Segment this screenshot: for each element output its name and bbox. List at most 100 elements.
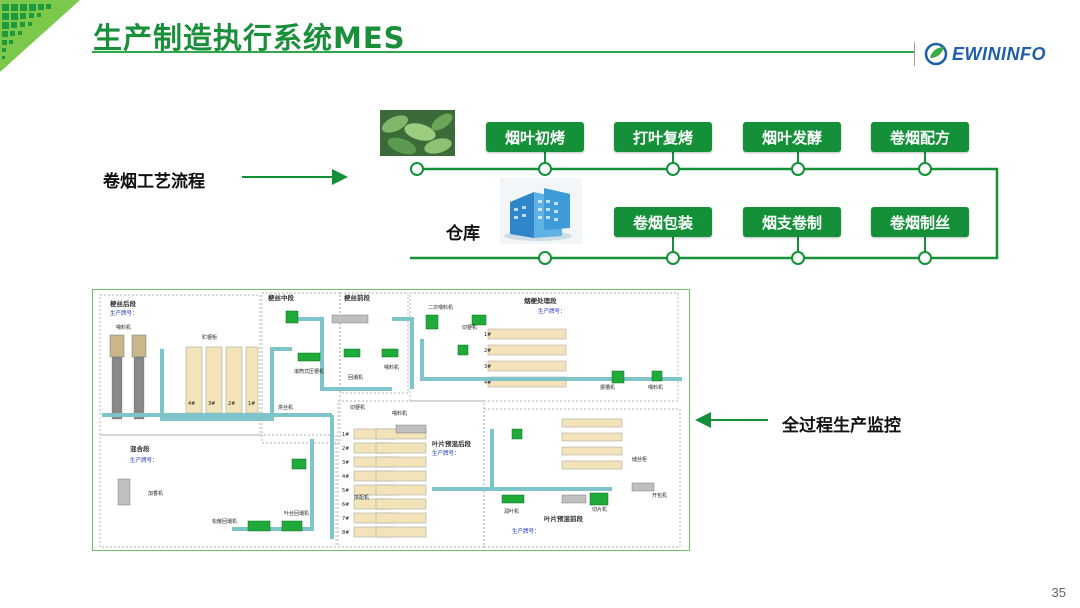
conveyor <box>420 339 582 381</box>
machine-label: 喂料机 <box>648 384 663 391</box>
warehouse-label: 仓库 <box>446 224 480 244</box>
bin-label: 4# <box>484 380 491 386</box>
monitor-label: 全过程生产监控 <box>782 416 901 436</box>
machine-label: 振槽机 <box>600 384 615 391</box>
flow-dot <box>791 162 805 176</box>
machine-label: 烘丝机 <box>278 404 293 411</box>
machine-label: 开包机 <box>652 492 667 499</box>
machine-label: 储丝柜 <box>632 456 647 463</box>
machine <box>381 348 399 358</box>
machine <box>501 494 525 504</box>
process-node-cigarette-formula[interactable]: 卷烟配方 <box>871 122 969 152</box>
bin-label: 1# <box>248 401 255 407</box>
flow-dot <box>410 162 424 176</box>
production-code-label: 生产牌号： <box>538 307 566 315</box>
bin-label: 1# <box>342 432 349 438</box>
section-title: 叶片预混后段 <box>432 439 472 448</box>
flow-dot <box>791 251 805 265</box>
flow-dot <box>538 251 552 265</box>
bin-label: 3# <box>484 364 491 370</box>
logo-leaf-icon <box>924 42 948 66</box>
production-code-label: 生产牌号： <box>130 456 158 464</box>
machine-label: 回潮机 <box>348 374 363 381</box>
section-title: 梗丝前段 <box>344 293 371 302</box>
bin-label: 1# <box>484 332 491 338</box>
flow-dot <box>918 162 932 176</box>
machine <box>247 520 271 532</box>
machine <box>589 492 609 506</box>
machine <box>343 348 361 358</box>
process-label: 卷烟工艺流程 <box>103 172 205 192</box>
machine <box>425 314 439 330</box>
process-node-cigarette-packaging[interactable]: 卷烟包装 <box>614 207 712 237</box>
section-title: 梗丝中段 <box>268 293 295 302</box>
bin-label: 4# <box>188 401 195 407</box>
section-frame <box>483 408 681 548</box>
machine <box>651 370 663 382</box>
machine-label: 喂料机 <box>392 410 407 417</box>
section-title: 梗丝后段 <box>110 299 137 308</box>
section-title: 叶片预混前段 <box>544 514 584 523</box>
page-number: 35 <box>1051 585 1066 600</box>
flow-dot <box>666 162 680 176</box>
process-node-leaf-curing[interactable]: 烟叶初烤 <box>486 122 584 152</box>
section-frame <box>99 434 337 548</box>
flow-dot <box>918 251 932 265</box>
section-title: 混合段 <box>130 444 150 453</box>
section-frame <box>339 292 409 394</box>
conveyor <box>160 347 292 421</box>
machine <box>471 314 487 326</box>
page-title: 生产制造执行系统MES <box>93 21 406 55</box>
machine-label: 滚筒式压梗机 <box>294 368 324 375</box>
machine-label: 喂料机 <box>116 324 131 331</box>
bin-label: 6# <box>342 502 349 508</box>
machine <box>297 352 321 362</box>
machine-label: 切梗机 <box>350 404 365 411</box>
top-flow-line <box>410 167 999 260</box>
section-title: 烟梗处理段 <box>524 296 557 305</box>
conveyor <box>392 317 414 389</box>
title-divider <box>914 42 915 66</box>
production-code-label: 生产牌号： <box>432 449 460 457</box>
machine-label: 切梗机 <box>462 324 477 331</box>
machine <box>511 428 523 440</box>
production-line-schematic: 梗丝后段 梗丝中段 梗丝前段 烟梗处理段 混合段 叶片预混后段 叶片预混前段 生… <box>92 289 690 551</box>
process-node-threshing-redrying[interactable]: 打叶复烤 <box>614 122 712 152</box>
machine <box>291 458 307 470</box>
logo-text: EWININFO <box>952 43 1046 64</box>
process-node-leaf-fermentation[interactable]: 烟叶发酵 <box>743 122 841 152</box>
machine-label: 加香机 <box>148 490 163 497</box>
warehouse-building-icon <box>500 178 582 244</box>
machine <box>281 520 303 532</box>
machine <box>611 370 625 384</box>
machine-label: 贮梗柜 <box>202 334 217 341</box>
machine-label: 松散回潮机 <box>212 518 237 525</box>
conveyor <box>292 317 392 391</box>
bin-label: 2# <box>484 348 491 354</box>
machine <box>285 310 299 324</box>
machine-label: 二次喂料机 <box>428 304 453 311</box>
bin-label: 8# <box>342 530 349 536</box>
bin-label: 3# <box>208 401 215 407</box>
machine-label: 喂料机 <box>384 364 399 371</box>
corner-decoration <box>0 0 80 72</box>
bin-label: 3# <box>342 460 349 466</box>
bin-label: 4# <box>342 474 349 480</box>
flow-dot <box>666 251 680 265</box>
machine-label: 润叶机 <box>504 508 519 515</box>
tobacco-leaf-image <box>380 110 455 156</box>
process-node-tobacco-cutting[interactable]: 卷烟制丝 <box>871 207 969 237</box>
machine <box>457 344 469 356</box>
company-logo: EWININFO <box>924 42 1046 66</box>
bin-label: 5# <box>342 488 349 494</box>
bin-label: 2# <box>342 446 349 452</box>
bin-label: 2# <box>228 401 235 407</box>
process-node-cigarette-rolling[interactable]: 烟支卷制 <box>743 207 841 237</box>
machine-label: 切片机 <box>592 506 607 513</box>
production-code-label: 生产牌号： <box>110 309 138 317</box>
flow-dot <box>538 162 552 176</box>
bin-label: 7# <box>342 516 349 522</box>
production-code-label: 生产牌号： <box>512 527 540 535</box>
title-underline <box>92 51 914 53</box>
